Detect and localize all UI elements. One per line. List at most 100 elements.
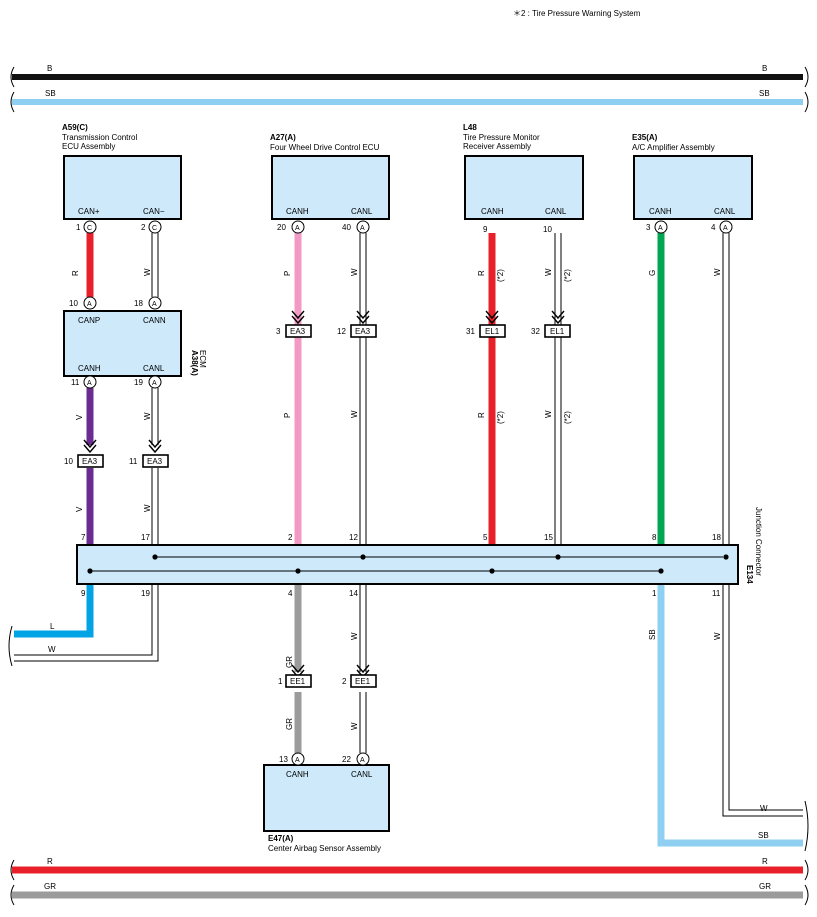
a27-title: A27(A) Four Wheel Drive Control ECU (270, 133, 380, 152)
pin-letter-e47-22: A (360, 757, 365, 764)
pin-a59-2: 2 (141, 223, 146, 232)
pin-e35-3: 3 (646, 223, 651, 232)
wire-w-right-a (722, 584, 803, 817)
pin-l48-9: 9 (483, 225, 488, 234)
bus-r: R R (10, 857, 809, 881)
ea3-pin-10: 10 (64, 457, 73, 466)
a59-title: A59(C) Transmission Control ECU Assembly (62, 123, 138, 151)
left-break-mark (8, 625, 13, 667)
connector-el1-h: EL1 31 (466, 324, 506, 338)
jc-pin-18: 18 (712, 533, 721, 542)
a59-name2: ECU Assembly (62, 142, 115, 151)
ea3-label-4: EA3 (355, 327, 371, 336)
pin-e47-22: 22 (342, 755, 351, 764)
e35-code: E35(A) (632, 133, 658, 142)
side-label-sb-right: SB (758, 831, 769, 840)
a27-pin-b-label: CANL (351, 207, 373, 216)
connector-ee1-l: EE1 2 (342, 674, 377, 688)
jc-pin-9: 9 (81, 589, 86, 598)
jc-pin-5: 5 (483, 533, 488, 542)
wire-color-labels: R W V W V W P W P W R (*2) W (*2) R (*2)… (71, 268, 722, 730)
pin-letter-e47-13: A (295, 757, 300, 764)
label-note2-3: (*2) (496, 411, 505, 424)
a38-box (63, 310, 182, 377)
label-w-3: W (143, 504, 152, 512)
pin-a59-1: 1 (76, 223, 81, 232)
label-gr-2: GR (285, 718, 294, 730)
ee1-label-1: EE1 (290, 677, 306, 686)
el1-pin-32: 32 (531, 327, 540, 336)
label-w-10: W (350, 722, 359, 730)
a38-pin-n-label: CANN (143, 316, 166, 325)
a38-pin-h-label: CANH (78, 364, 101, 373)
a59-code: A59(C) (62, 123, 88, 132)
a38-pin-p-label: CANP (78, 316, 100, 325)
jc-pin-8: 8 (652, 533, 657, 542)
e47-pin-b-label: CANL (351, 770, 373, 779)
l48-box (464, 155, 584, 220)
pin-letter-e35-3: A (658, 225, 663, 232)
a59-name1: Transmission Control (62, 133, 138, 142)
pin-circles: C 1 C 2 A 10 A 18 A 11 A 19 A 20 A 40 9 … (69, 220, 733, 766)
bus-r-label-left: R (47, 857, 53, 866)
ea3-label-3: EA3 (290, 327, 306, 336)
e47-code: E47(A) (268, 834, 294, 843)
e47-box (263, 764, 390, 832)
a59-box (63, 155, 182, 220)
connector-el1-l: EL1 32 (531, 324, 571, 338)
e134-code: E134 (745, 565, 754, 584)
e47-name: Center Airbag Sensor Assembly (268, 844, 381, 853)
a38-code: A38(A) (190, 350, 199, 376)
label-p-1: P (283, 271, 292, 276)
pin-letter-a38-19: A (152, 380, 157, 387)
bus-b-label-left: B (47, 64, 52, 73)
bus-r-label-right: R (762, 857, 768, 866)
el1-label-2: EL1 (550, 327, 565, 336)
jc-pin-14: 14 (349, 589, 358, 598)
l48-pin-b-label: CANL (545, 207, 567, 216)
side-label-w-right: W (760, 804, 768, 813)
label-w-11: W (713, 632, 722, 640)
ea3-pin-11: 11 (129, 457, 138, 466)
l48-name2: Receiver Assembly (463, 142, 531, 151)
a59-pin-b-label: CAN− (143, 207, 165, 216)
note-text: ＊2 : Tire Pressure Warning System (513, 9, 641, 18)
pin-e47-13: 13 (279, 755, 288, 764)
e35-name1: A/C Amplifier Assembly (632, 143, 715, 152)
a59-pin-a-label: CAN+ (78, 207, 100, 216)
e35-box (633, 155, 753, 220)
l48-title: L48 Tire Pressure Monitor Receiver Assem… (463, 123, 540, 151)
label-v-1: V (75, 414, 84, 420)
label-g-1: G (648, 270, 657, 276)
el1-label-1: EL1 (485, 327, 500, 336)
pin-letter-a59-2: C (152, 225, 157, 232)
label-w-8: W (713, 268, 722, 276)
pin-a27-20: 20 (277, 223, 286, 232)
pin-a27-40: 40 (342, 223, 351, 232)
connector-arrows (83, 310, 565, 679)
l48-pin-a-label: CANH (481, 207, 504, 216)
label-w-2: W (143, 412, 152, 420)
pin-letter-a59-1: C (87, 225, 92, 232)
label-r-2: R (477, 270, 486, 276)
ea3-label-1: EA3 (82, 457, 98, 466)
label-note2-1: (*2) (496, 269, 505, 282)
l48-code: L48 (463, 123, 477, 132)
jc-pin-19: 19 (141, 589, 150, 598)
pin-a38-11: 11 (71, 378, 80, 387)
a27-pin-a-label: CANH (286, 207, 309, 216)
pin-a38-19: 19 (134, 378, 143, 387)
a27-box (271, 155, 390, 220)
label-w-6: W (544, 268, 553, 276)
bus-sb: SB SB (10, 89, 809, 113)
bus-gr-label-left: GR (44, 882, 56, 891)
pin-letter-a38-18: A (152, 301, 157, 308)
e134-name: Junction Connector (754, 507, 763, 576)
a38-pin-l-label: CANL (143, 364, 165, 373)
bus-b: B B (10, 64, 809, 88)
label-r-3: R (477, 412, 486, 418)
label-sb-1: SB (648, 629, 657, 640)
label-r-1: R (71, 270, 80, 276)
connector-ea3-a27-h: EA3 3 (276, 324, 312, 338)
pin-a38-10: 10 (69, 299, 78, 308)
